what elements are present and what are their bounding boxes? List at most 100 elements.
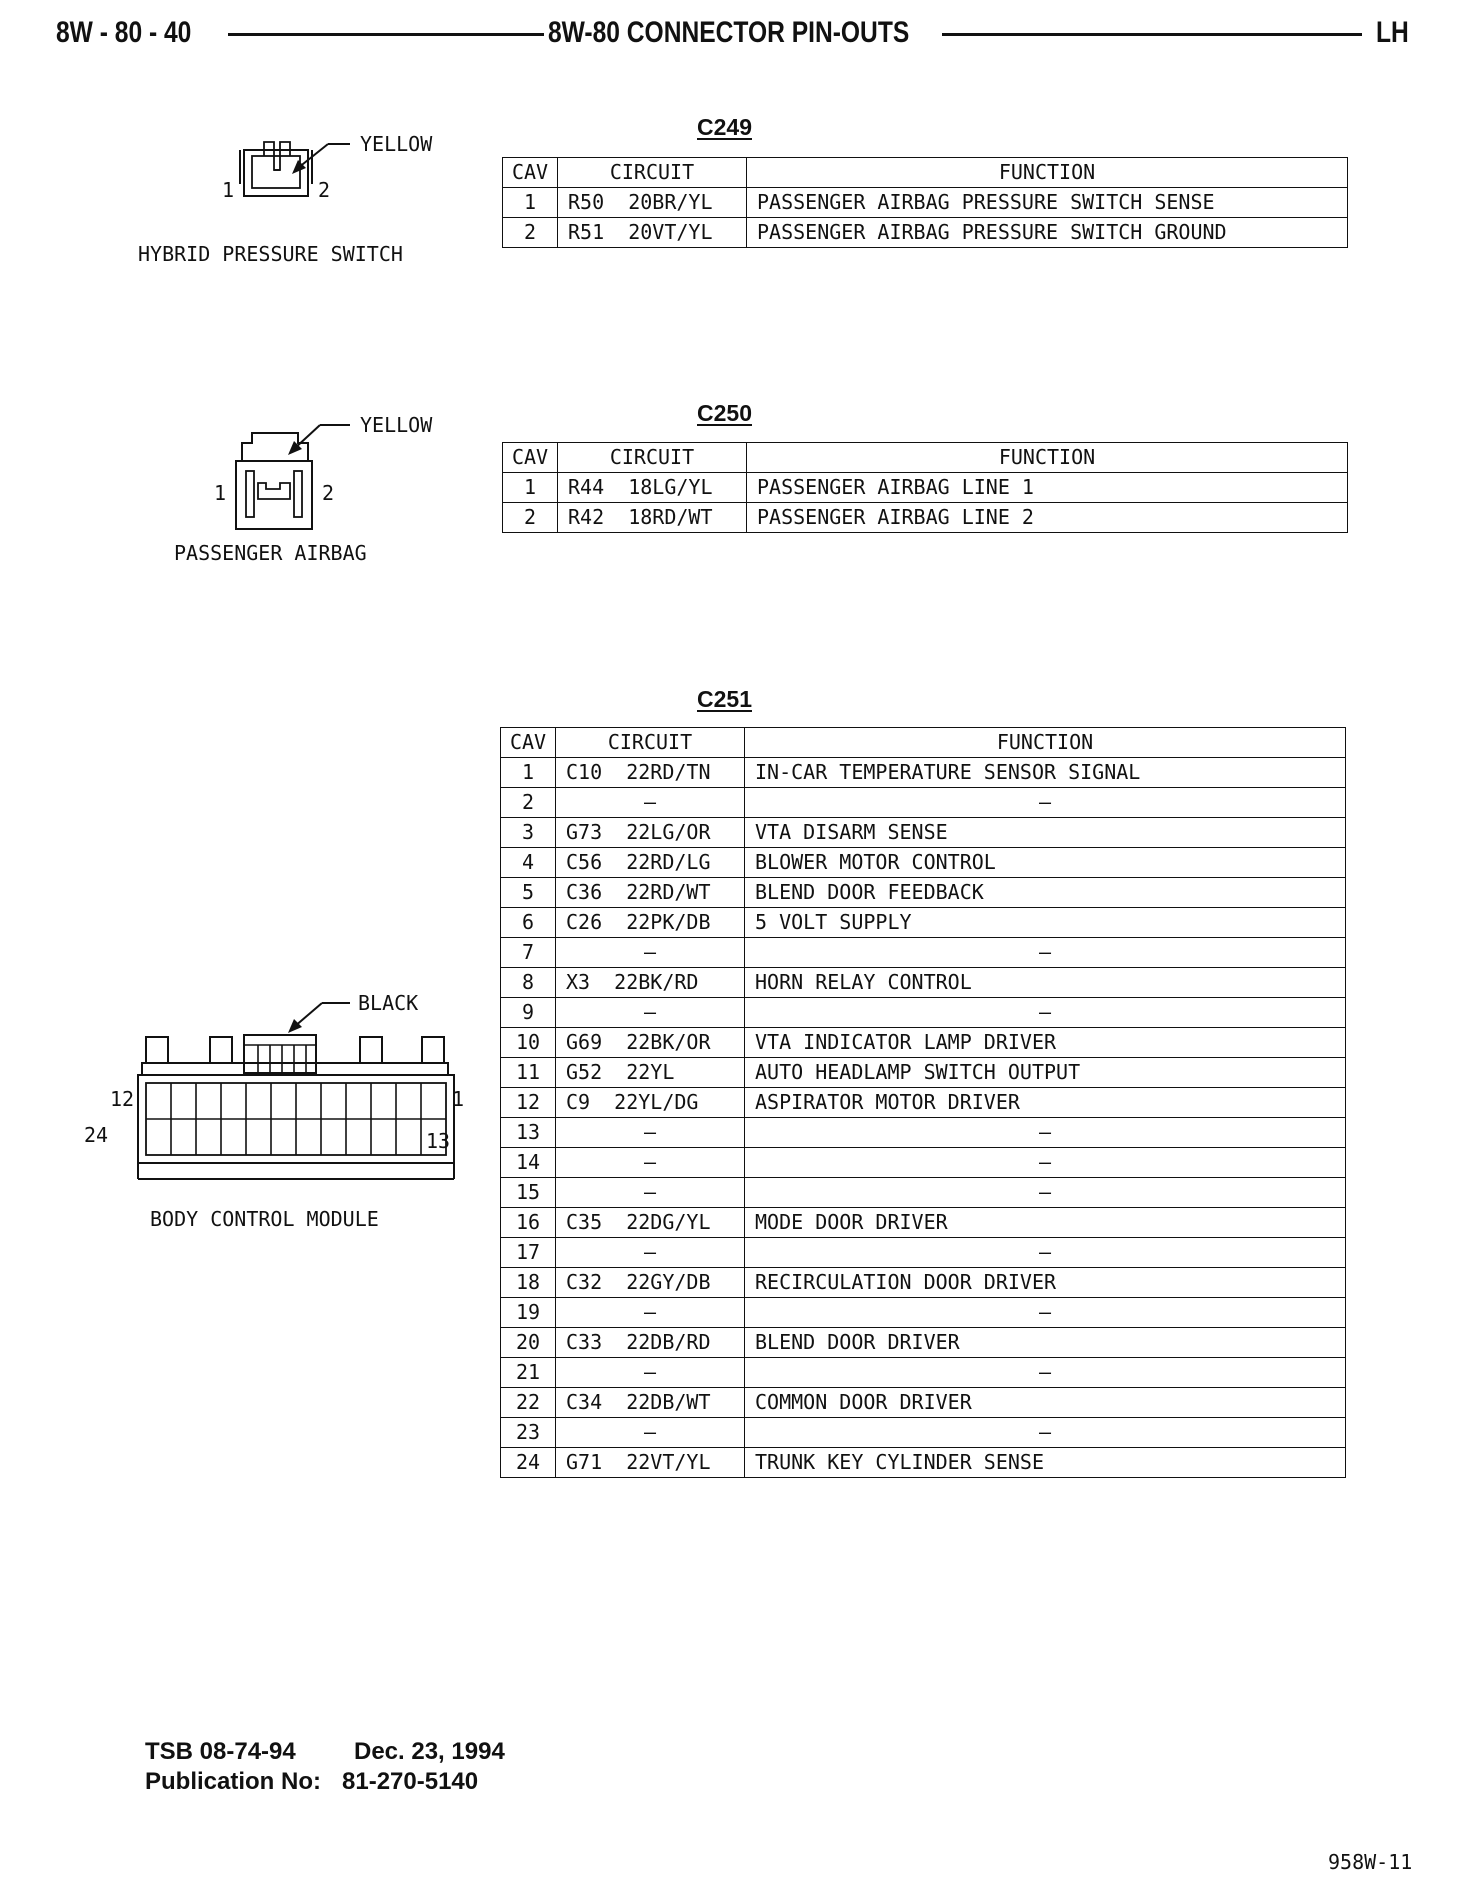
cav-cell: 13 — [500, 1117, 556, 1148]
table-header-row: CAV CIRCUIT FUNCTION — [502, 442, 1348, 473]
pin-label-bottom-left: 24 — [84, 1123, 109, 1147]
circuit-cell: – — [555, 1237, 745, 1268]
cav-cell: 2 — [502, 502, 558, 533]
cav-cell: 20 — [500, 1327, 556, 1358]
table-row: 15–– — [500, 1177, 1346, 1208]
function-cell: BLEND DOOR FEEDBACK — [744, 877, 1346, 908]
table-row: 7–– — [500, 937, 1346, 968]
table-header-row: CAV CIRCUIT FUNCTION — [500, 727, 1346, 758]
cav-cell: 17 — [500, 1237, 556, 1268]
cav-cell: 1 — [502, 187, 558, 218]
cav-cell: 2 — [502, 217, 558, 248]
connector-title-c249: C249 — [697, 114, 752, 140]
circuit-cell: C56 22RD/LG — [555, 847, 745, 878]
function-header: FUNCTION — [744, 727, 1346, 758]
publication-number: 81-270-5140 — [342, 1768, 479, 1795]
table-header-row: CAV CIRCUIT FUNCTION — [502, 157, 1348, 188]
body-control-module-drawing — [137, 1002, 455, 1180]
function-cell: VTA DISARM SENSE — [744, 817, 1346, 848]
function-cell: IN-CAR TEMPERATURE SENSOR SIGNAL — [744, 757, 1346, 788]
function-header: FUNCTION — [746, 442, 1348, 473]
circuit-cell: – — [555, 1147, 745, 1178]
function-cell: TRUNK KEY CYLINDER SENSE — [744, 1447, 1346, 1478]
page-title: 8W-80 CONNECTOR PIN-OUTS — [548, 16, 910, 49]
cav-cell: 19 — [500, 1297, 556, 1328]
cav-cell: 23 — [500, 1417, 556, 1448]
cav-cell: 1 — [502, 472, 558, 503]
cav-cell: 4 — [500, 847, 556, 878]
function-cell: ASPIRATOR MOTOR DRIVER — [744, 1087, 1346, 1118]
header-rule-right — [942, 33, 1362, 36]
circuit-cell: G73 22LG/OR — [555, 817, 745, 848]
cav-cell: 21 — [500, 1357, 556, 1388]
tsb-number: TSB 08-74-94 — [145, 1738, 296, 1765]
function-cell: – — [744, 787, 1346, 818]
cav-cell: 6 — [500, 907, 556, 938]
circuit-cell: – — [555, 1117, 745, 1148]
function-cell: – — [744, 1237, 1346, 1268]
function-cell: 5 VOLT SUPPLY — [744, 907, 1346, 938]
pin-label-right: 2 — [318, 178, 331, 202]
circuit-cell: – — [555, 1417, 745, 1448]
function-cell: PASSENGER AIRBAG PRESSURE SWITCH SENSE — [746, 187, 1348, 218]
circuit-cell: C10 22RD/TN — [555, 757, 745, 788]
cav-cell: 24 — [500, 1447, 556, 1478]
document-number: 958W-11 — [1328, 1850, 1413, 1874]
wire-color-label: YELLOW — [360, 413, 433, 437]
circuit-cell: G52 22YL — [555, 1057, 745, 1088]
function-cell: RECIRCULATION DOOR DRIVER — [744, 1267, 1346, 1298]
header-rule-left — [228, 33, 544, 36]
circuit-cell: C34 22DB/WT — [555, 1387, 745, 1418]
function-cell: PASSENGER AIRBAG LINE 2 — [746, 502, 1348, 533]
circuit-cell: – — [555, 1357, 745, 1388]
cav-cell: 18 — [500, 1267, 556, 1298]
cav-cell: 7 — [500, 937, 556, 968]
pin-label-left: 1 — [222, 178, 235, 202]
table-row: 21–– — [500, 1357, 1346, 1388]
function-cell: – — [744, 1117, 1346, 1148]
function-cell: BLOWER MOTOR CONTROL — [744, 847, 1346, 878]
function-cell: VTA INDICATOR LAMP DRIVER — [744, 1027, 1346, 1058]
pin-label-bottom-right: 13 — [426, 1129, 451, 1153]
pin-label-top-left: 12 — [110, 1087, 135, 1111]
pin-label-right: 2 — [322, 481, 335, 505]
cav-cell: 1 — [500, 757, 556, 788]
circuit-cell: – — [555, 787, 745, 818]
cav-cell: 15 — [500, 1177, 556, 1208]
component-name: PASSENGER AIRBAG — [174, 541, 367, 565]
wire-color-label: BLACK — [358, 991, 419, 1015]
pin-label-top-right: 1 — [452, 1087, 465, 1111]
circuit-cell: R50 20BR/YL — [557, 187, 747, 218]
function-cell: – — [744, 997, 1346, 1028]
cav-cell: 8 — [500, 967, 556, 998]
table-row: 9–– — [500, 997, 1346, 1028]
circuit-cell: – — [555, 997, 745, 1028]
circuit-cell: R42 18RD/WT — [557, 502, 747, 533]
circuit-cell: G71 22VT/YL — [555, 1447, 745, 1478]
tsb-date: Dec. 23, 1994 — [354, 1738, 505, 1765]
function-cell: HORN RELAY CONTROL — [744, 967, 1346, 998]
circuit-cell: – — [555, 937, 745, 968]
connector-title-c250: C250 — [697, 400, 752, 426]
function-header: FUNCTION — [746, 157, 1348, 188]
function-cell: PASSENGER AIRBAG PRESSURE SWITCH GROUND — [746, 217, 1348, 248]
cav-cell: 2 — [500, 787, 556, 818]
cav-cell: 16 — [500, 1207, 556, 1238]
circuit-cell: C35 22DG/YL — [555, 1207, 745, 1238]
circuit-cell: – — [555, 1177, 745, 1208]
cav-cell: 22 — [500, 1387, 556, 1418]
circuit-cell: C26 22PK/DB — [555, 907, 745, 938]
